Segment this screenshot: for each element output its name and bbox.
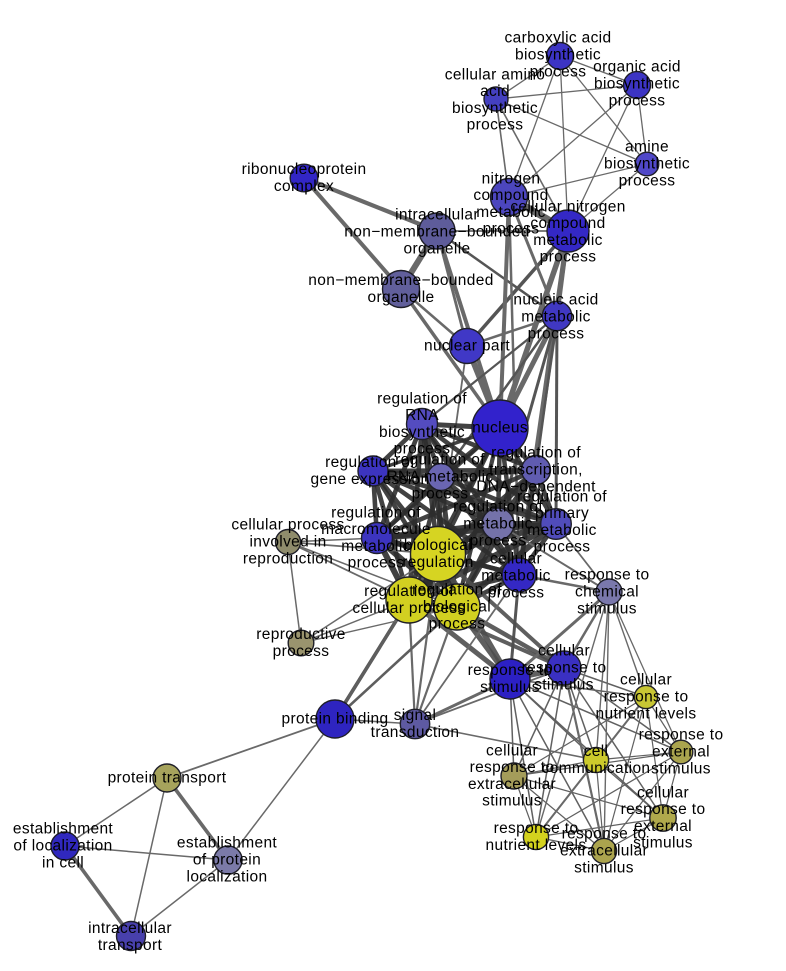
svg-text:nucleus: nucleus xyxy=(472,420,528,437)
svg-text:protein binding: protein binding xyxy=(282,711,389,728)
svg-text:nuclear part: nuclear part xyxy=(424,338,510,355)
svg-text:protein transport: protein transport xyxy=(108,770,227,787)
